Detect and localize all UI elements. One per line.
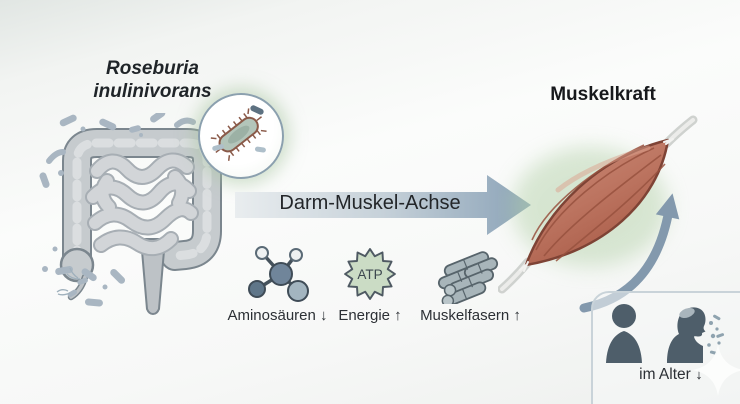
flagellated-bacterium xyxy=(66,267,88,285)
gut-bacteria-scatter xyxy=(39,113,196,307)
amino-acids-label: Aminosäuren ↓ xyxy=(227,307,328,324)
small-intestine-coils xyxy=(85,152,199,257)
axis-arrow-icon xyxy=(235,175,531,235)
roseburia-bacterium-icon xyxy=(210,105,267,161)
bacterium-magnifier-circle xyxy=(198,93,284,179)
gray-hair-patch xyxy=(679,307,695,319)
atp-text: ATP xyxy=(357,267,382,282)
intestine-illustration xyxy=(39,113,222,315)
old-person-silhouette xyxy=(667,307,706,363)
sparkle-icon xyxy=(692,344,740,396)
atp-star-icon: ATP xyxy=(344,248,396,300)
bacteria-species-label: Roseburia inulinivorans xyxy=(55,57,250,103)
muscle-illustration xyxy=(498,115,698,294)
young-person-silhouette xyxy=(606,304,642,363)
species-line2: inulinivorans xyxy=(93,81,212,103)
muscle-strength-title: Muskelkraft xyxy=(550,84,656,105)
axis-arrow-label: Darm-Muskel-Achse xyxy=(279,192,461,214)
mediator-amino-acids: Aminosäuren ↓ xyxy=(215,244,340,324)
muscle-fibers-label: Muskelfasern ↑ xyxy=(420,307,521,324)
mediator-energy: ATP Energie ↑ xyxy=(322,248,418,324)
rectum xyxy=(140,238,166,315)
muscle-fibers-icon xyxy=(437,251,498,304)
mediator-muscle-fibers: Muskelfasern ↑ xyxy=(408,242,533,324)
exhaled-particles xyxy=(707,314,725,355)
aging-label: im Alter ↓ xyxy=(639,366,703,383)
young-old-silhouettes xyxy=(606,304,725,363)
energy-label: Energie ↑ xyxy=(338,307,402,324)
flagellated-bacterium xyxy=(56,289,77,298)
species-line1: Roseburia xyxy=(106,58,199,79)
amino-acid-molecule-icon xyxy=(247,246,309,302)
